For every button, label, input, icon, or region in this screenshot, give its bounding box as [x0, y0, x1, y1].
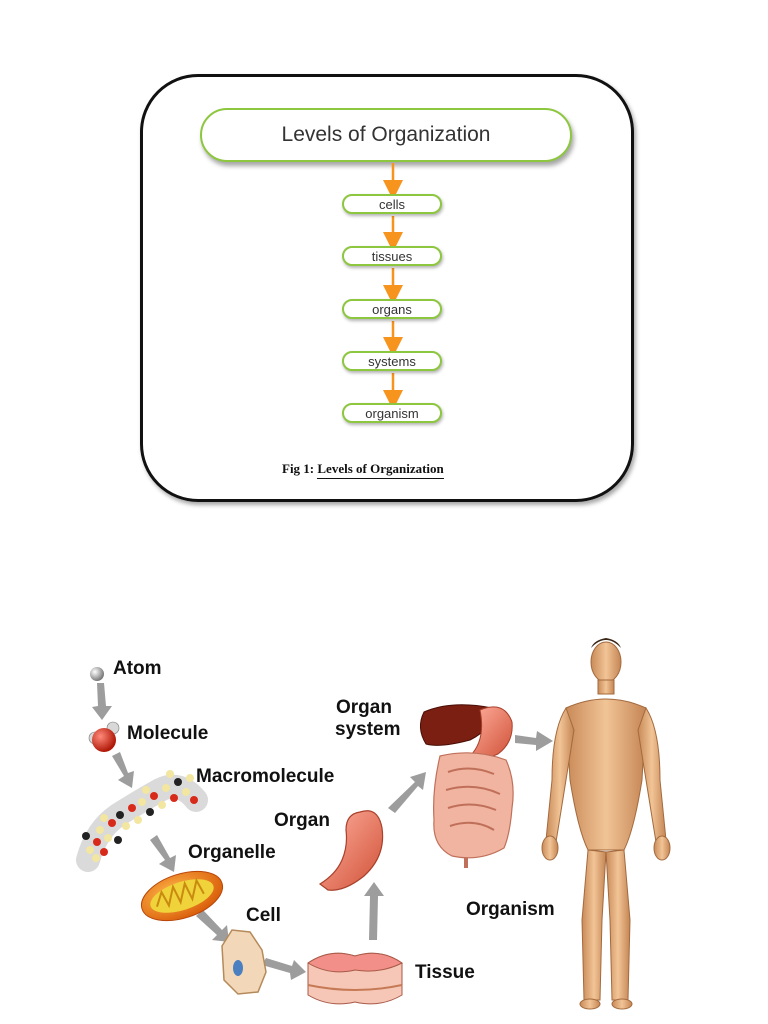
arrow-cell-tissue [262, 958, 306, 980]
macromolecule-icon [76, 770, 208, 872]
caption-prefix: Fig 1: [282, 461, 315, 476]
label-cell: Cell [246, 905, 281, 926]
diagram-title: Levels of Organization [200, 108, 572, 162]
arrow-molecule-macromolecule [112, 752, 134, 788]
atom-icon [90, 667, 104, 681]
label-organ: Organ [274, 810, 330, 831]
arrow-organ-system [388, 772, 426, 813]
label-molecule: Molecule [127, 723, 209, 744]
figure-caption: Fig 1: Levels of Organization [282, 461, 444, 479]
label-tissue: Tissue [415, 962, 475, 983]
level-organs: organs [342, 299, 442, 319]
cell-icon [221, 929, 267, 995]
label-organ-system-line1: Organ [336, 697, 392, 718]
human-body-icon [541, 638, 671, 1010]
label-atom: Atom [113, 658, 162, 679]
caption-text: Levels of Organization [317, 461, 444, 479]
arrow-organelle-cell [196, 910, 229, 942]
stomach-icon [318, 810, 384, 891]
level-tissues: tissues [342, 246, 442, 266]
arrow-macromolecule-organelle [150, 835, 176, 872]
label-organism: Organism [466, 899, 555, 920]
arrow-atom-molecule [92, 683, 112, 720]
digestive-system-icon [420, 704, 514, 868]
label-organelle: Organelle [188, 842, 276, 863]
gray-flow-arrows [92, 683, 553, 980]
tissue-icon [307, 952, 403, 1005]
molecule-icon [88, 721, 120, 752]
arrow-system-organism [515, 731, 553, 751]
figure-frame [140, 74, 634, 502]
flow-arrows [383, 163, 403, 410]
level-cells: cells [342, 194, 442, 214]
level-systems: systems [342, 351, 442, 371]
level-organism: organism [342, 403, 442, 423]
label-organ-system-line2: system [335, 719, 401, 740]
arrow-tissue-organ [364, 882, 384, 940]
label-macromolecule: Macromolecule [196, 766, 335, 787]
mitochondrion-icon [140, 870, 224, 922]
